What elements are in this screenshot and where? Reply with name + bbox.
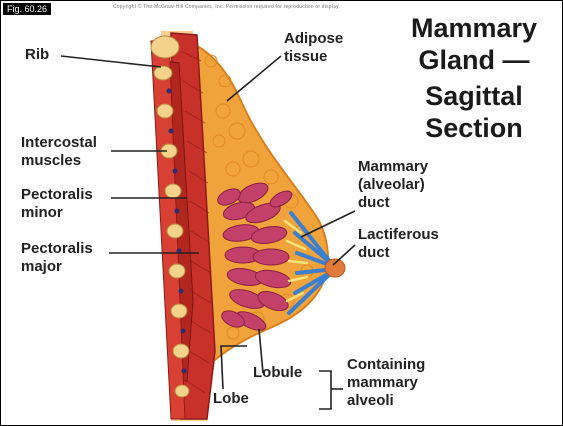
label-adipose-line2: tissue [284, 49, 327, 65]
label-containing-line1: Containing [347, 357, 425, 373]
copyright-notice: Copyright © The McGraw-Hill Companies, I… [113, 4, 443, 10]
label-mammary-duct-line2: (alveolar) [358, 177, 425, 193]
label-rib: Rib [25, 47, 49, 63]
figure-number-tag: Fig. 60.26 [3, 3, 51, 15]
label-intercostal-line1: Intercostal [21, 135, 97, 151]
label-pect-minor-line1: Pectoralis [21, 187, 93, 203]
label-containing-line3: alveoli [347, 393, 394, 409]
title-line-2: Gland — [389, 45, 559, 76]
label-pect-major-line1: Pectoralis [21, 241, 93, 257]
title-line-3: Sagittal [389, 81, 559, 112]
label-lobe: Lobe [213, 391, 249, 407]
label-mammary-duct-line1: Mammary [358, 159, 428, 175]
nipple [325, 259, 345, 277]
label-pect-major-line2: major [21, 259, 62, 275]
label-lactiferous-line2: duct [358, 245, 390, 261]
label-lactiferous-line1: Lactiferous [358, 227, 439, 243]
label-mammary-duct-line3: duct [358, 195, 390, 211]
label-pect-minor-line2: minor [21, 205, 63, 221]
title-line-4: Section [389, 113, 559, 144]
label-intercostal-line2: muscles [21, 153, 81, 169]
label-adipose-line1: Adipose [284, 31, 343, 47]
title-line-1: Mammary [389, 13, 559, 44]
label-lobule: Lobule [253, 365, 302, 381]
label-containing-line2: mammary [347, 375, 418, 391]
